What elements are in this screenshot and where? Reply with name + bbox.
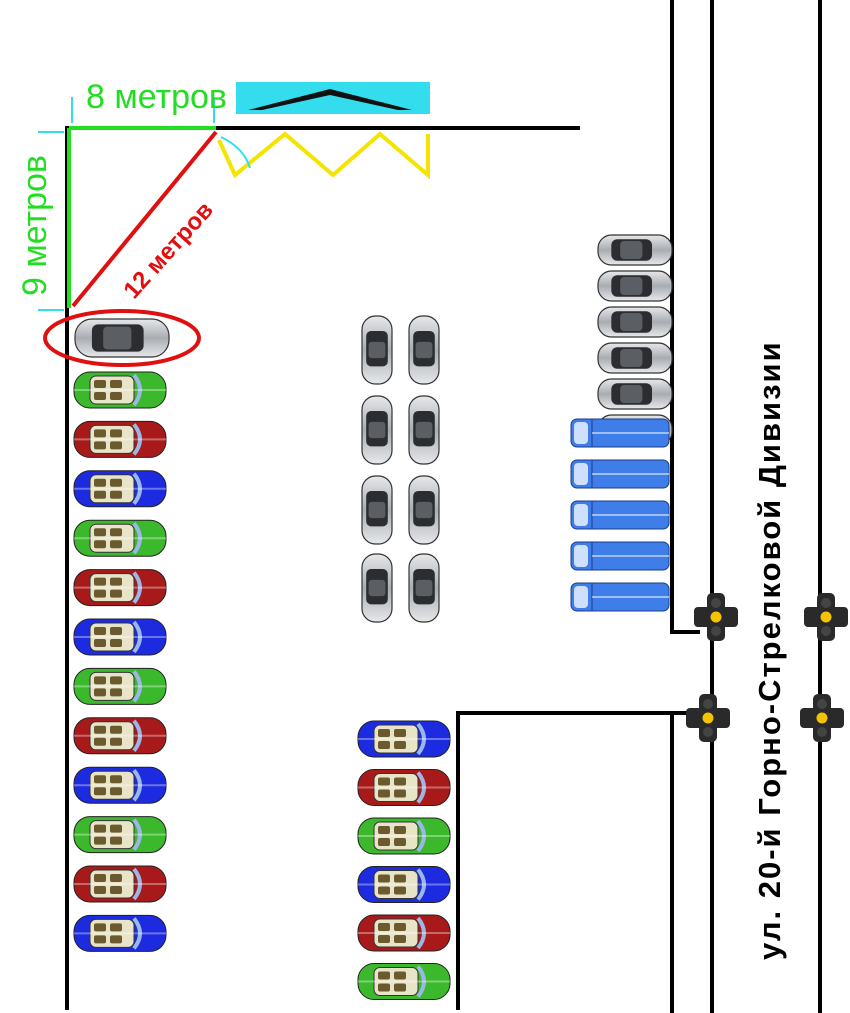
traffic-lights-layer <box>686 593 848 742</box>
highlight-ring <box>43 309 201 367</box>
left-row-car <box>73 519 167 557</box>
traffic-light-icon <box>804 593 848 641</box>
center-grey-car <box>408 395 440 465</box>
diagonal-line <box>71 130 218 308</box>
left-row-car <box>73 618 167 656</box>
bottom-row-car <box>357 817 451 855</box>
left-row-car <box>73 420 167 458</box>
bottom-row-car <box>357 720 451 758</box>
traffic-light-icon <box>686 694 730 742</box>
bottom-row-car <box>357 769 451 806</box>
right-grey-car <box>597 378 673 410</box>
right-curb-upper <box>670 0 700 634</box>
right-blue-van <box>570 582 670 612</box>
center-grey-car <box>361 475 393 545</box>
bottom-row-car <box>357 866 451 903</box>
center-grey-car <box>361 553 393 623</box>
center-grey-car <box>361 395 393 465</box>
height-dimension-label: 9 метров <box>16 155 54 296</box>
left-row-car <box>73 914 167 952</box>
bottom-row-car <box>357 963 451 1000</box>
left-row-car <box>73 816 167 854</box>
center-grey-car <box>408 553 440 623</box>
speed-bump-sign-icon <box>236 82 430 114</box>
highlighted-grey-car <box>74 318 170 358</box>
center-grey-car <box>408 475 440 545</box>
left-row-car <box>73 470 167 508</box>
traffic-light-icon <box>800 694 844 742</box>
right-grey-car <box>597 234 673 266</box>
center-grey-car <box>408 315 440 385</box>
right-blue-van <box>570 541 670 571</box>
bottom-row-car <box>357 914 451 952</box>
diagonal-dimension-label: 12 метров <box>118 197 218 304</box>
dimension-lines <box>38 97 251 311</box>
yellow-zigzag-marking <box>217 131 430 180</box>
bottom-curb <box>456 711 700 1010</box>
curb-lines <box>65 0 822 1013</box>
traffic-light-icon <box>694 593 738 641</box>
left-row-car <box>73 717 167 755</box>
width-dimension-label: 8 метров <box>86 78 227 116</box>
center-grey-car <box>361 315 393 385</box>
left-row-car <box>73 371 167 409</box>
right-grey-car <box>597 270 673 302</box>
right-blue-van <box>570 418 670 448</box>
right-blue-van <box>570 500 670 530</box>
street-name-label: ул. 20-й Горно-Стрелковой Дивизии <box>752 340 787 960</box>
left-row-car <box>73 766 167 804</box>
right-grey-car <box>597 306 673 338</box>
right-grey-car <box>597 342 673 374</box>
left-row-car <box>73 569 167 607</box>
cars-layer <box>73 234 673 1000</box>
right-blue-van <box>570 459 670 489</box>
left-row-car <box>73 865 167 903</box>
left-row-car <box>73 667 167 705</box>
